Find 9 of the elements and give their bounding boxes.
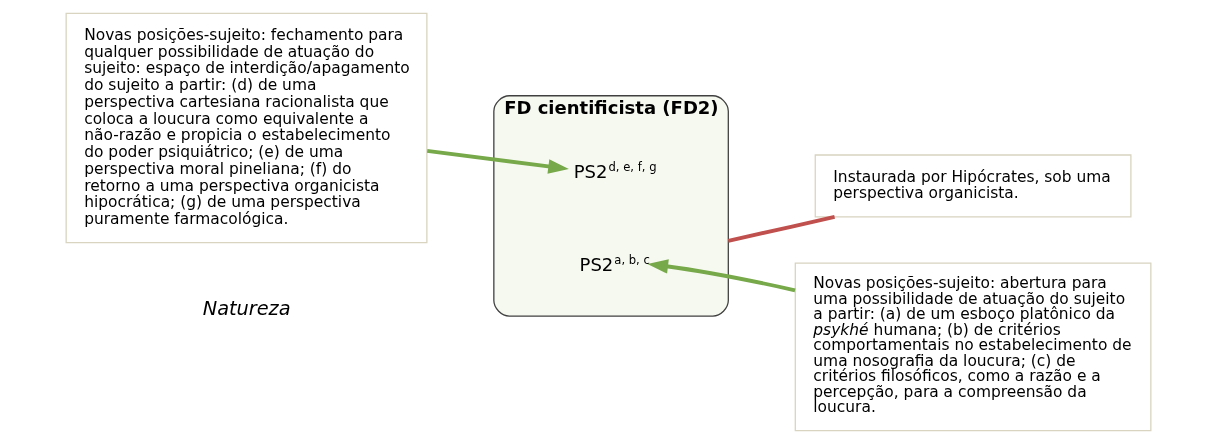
node-text: PS2$^{d, e, f, g}$ (573, 159, 656, 182)
node-box: Novas posições-sujeito: abertura para uma possibilidade de atuação do sujeito a partir: (a) de um esboço platônico da psykhé humana; (b) de critérios comportamentais no estabelecimento de uma nosografia da loucura; (c) de critérios filosóficos, como a razão e a percepção, para a compreensão da loucura. (794, 262, 1151, 432)
node-text: PS2$^{a, b, c}$ (579, 252, 650, 275)
node-box: Novas posições-sujeito: fechamento para qualquer possibilidade de atuação do sujeito: espaço de interdição/apagamento do sujeito a partir: (d) de uma perspectiva cartesiana racionalista que coloca a loucura como equivalente a não-razão e propicia o estabelecimento do poder psiquiátrico; (e) de uma perspectiva moral pineliana; (f) do retorno a uma perspectiva organicista hipocrática; (g) de uma perspectiva puramente farmacológica. (65, 12, 427, 244)
node-box: Instaurada por Hipócrates, sob uma perspectiva organicista. (814, 154, 1132, 218)
arrow (426, 149, 569, 174)
arrow (646, 259, 795, 293)
label: Natureza (202, 297, 291, 321)
connector (727, 215, 835, 243)
